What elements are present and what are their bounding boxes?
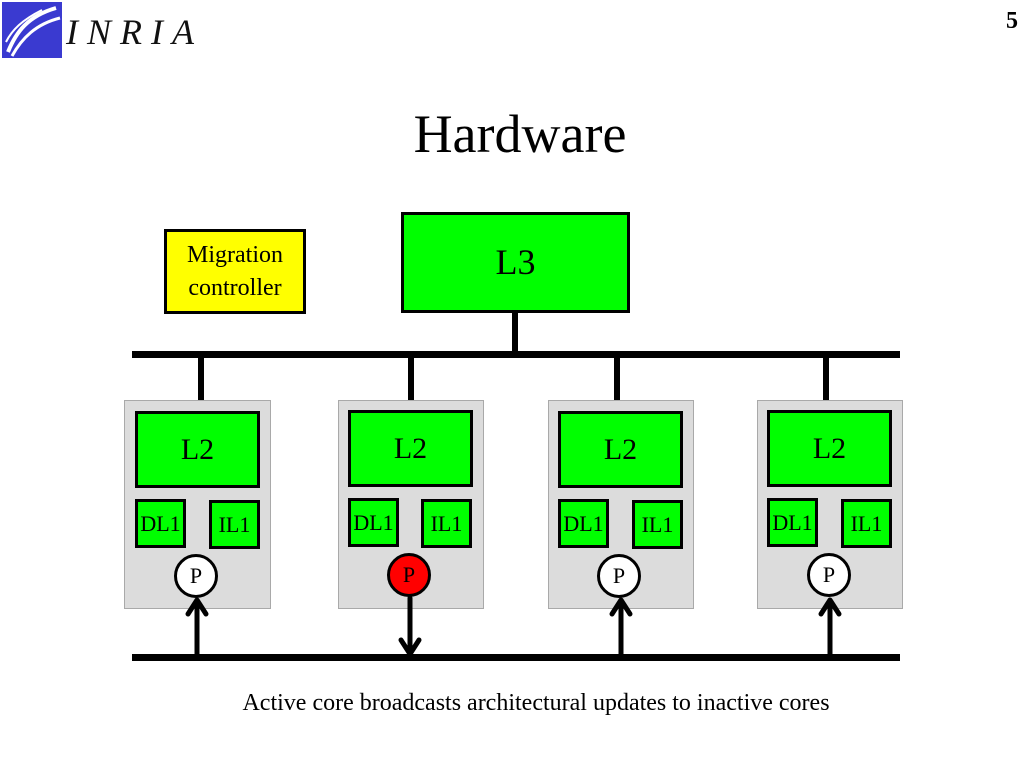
- l2-label: L2: [393, 431, 428, 465]
- dl1-label: DL1: [353, 509, 394, 535]
- l2-label: L2: [812, 431, 847, 465]
- migration-controller-label: Migration controller: [187, 241, 283, 301]
- l2-label: L2: [180, 432, 215, 466]
- l2-cache-box: L2: [135, 411, 260, 488]
- page-number: 5: [1006, 8, 1018, 34]
- il1-cache-box: IL1: [421, 499, 472, 548]
- l2-cache-box: L2: [348, 410, 473, 487]
- inria-logo-text: INRIA: [66, 12, 203, 52]
- processor-label: P: [402, 562, 416, 587]
- l2-cache-box: L2: [767, 410, 892, 487]
- core-connector: [823, 358, 829, 400]
- l2-label: L2: [603, 432, 638, 466]
- il1-cache-box: IL1: [209, 500, 260, 549]
- core-connector: [614, 358, 620, 400]
- dl1-cache-box: DL1: [348, 498, 399, 547]
- processor-node-active: P: [387, 553, 431, 597]
- l3-connector: [512, 313, 518, 355]
- l3-cache-box: L3: [401, 212, 630, 313]
- diagram-caption: Active core broadcasts architectural upd…: [242, 690, 830, 716]
- broadcast-bus: [132, 654, 900, 661]
- processor-node: P: [174, 554, 218, 598]
- core-connector: [408, 358, 414, 400]
- l3-label: L3: [495, 242, 536, 282]
- il1-label: IL1: [430, 510, 463, 536]
- il1-cache-box: IL1: [632, 500, 683, 549]
- il1-label: IL1: [641, 511, 674, 537]
- dl1-label: DL1: [563, 510, 604, 536]
- processor-label: P: [612, 563, 626, 588]
- il1-label: IL1: [218, 511, 251, 537]
- migration-controller-box: Migration controller: [164, 229, 306, 314]
- l2-cache-box: L2: [558, 411, 683, 488]
- processor-node: P: [597, 554, 641, 598]
- il1-cache-box: IL1: [841, 499, 892, 548]
- dl1-label: DL1: [772, 509, 813, 535]
- dl1-cache-box: DL1: [558, 499, 609, 548]
- upper-bus: [132, 351, 900, 358]
- il1-label: IL1: [850, 510, 883, 536]
- dl1-label: DL1: [140, 510, 181, 536]
- inria-logo-icon: [2, 2, 62, 58]
- dl1-cache-box: DL1: [767, 498, 818, 547]
- slide-title: Hardware: [413, 104, 627, 164]
- processor-node: P: [807, 553, 851, 597]
- processor-label: P: [189, 563, 203, 588]
- processor-label: P: [822, 562, 836, 587]
- core-connector: [198, 358, 204, 400]
- dl1-cache-box: DL1: [135, 499, 186, 548]
